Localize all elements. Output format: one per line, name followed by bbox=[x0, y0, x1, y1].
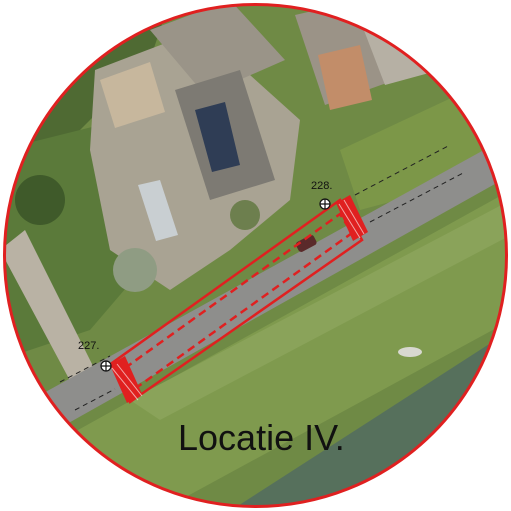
marker-label-228: 228. bbox=[311, 180, 333, 192]
map-boundary bbox=[3, 3, 508, 508]
work-area bbox=[110, 195, 368, 404]
survey-marker-228 bbox=[319, 198, 331, 210]
crosswalk-stripes bbox=[110, 195, 368, 403]
survey-marker-227 bbox=[100, 360, 112, 372]
location-title: Locatie IV. bbox=[178, 417, 345, 458]
marker-label-227: 227. bbox=[78, 340, 100, 352]
